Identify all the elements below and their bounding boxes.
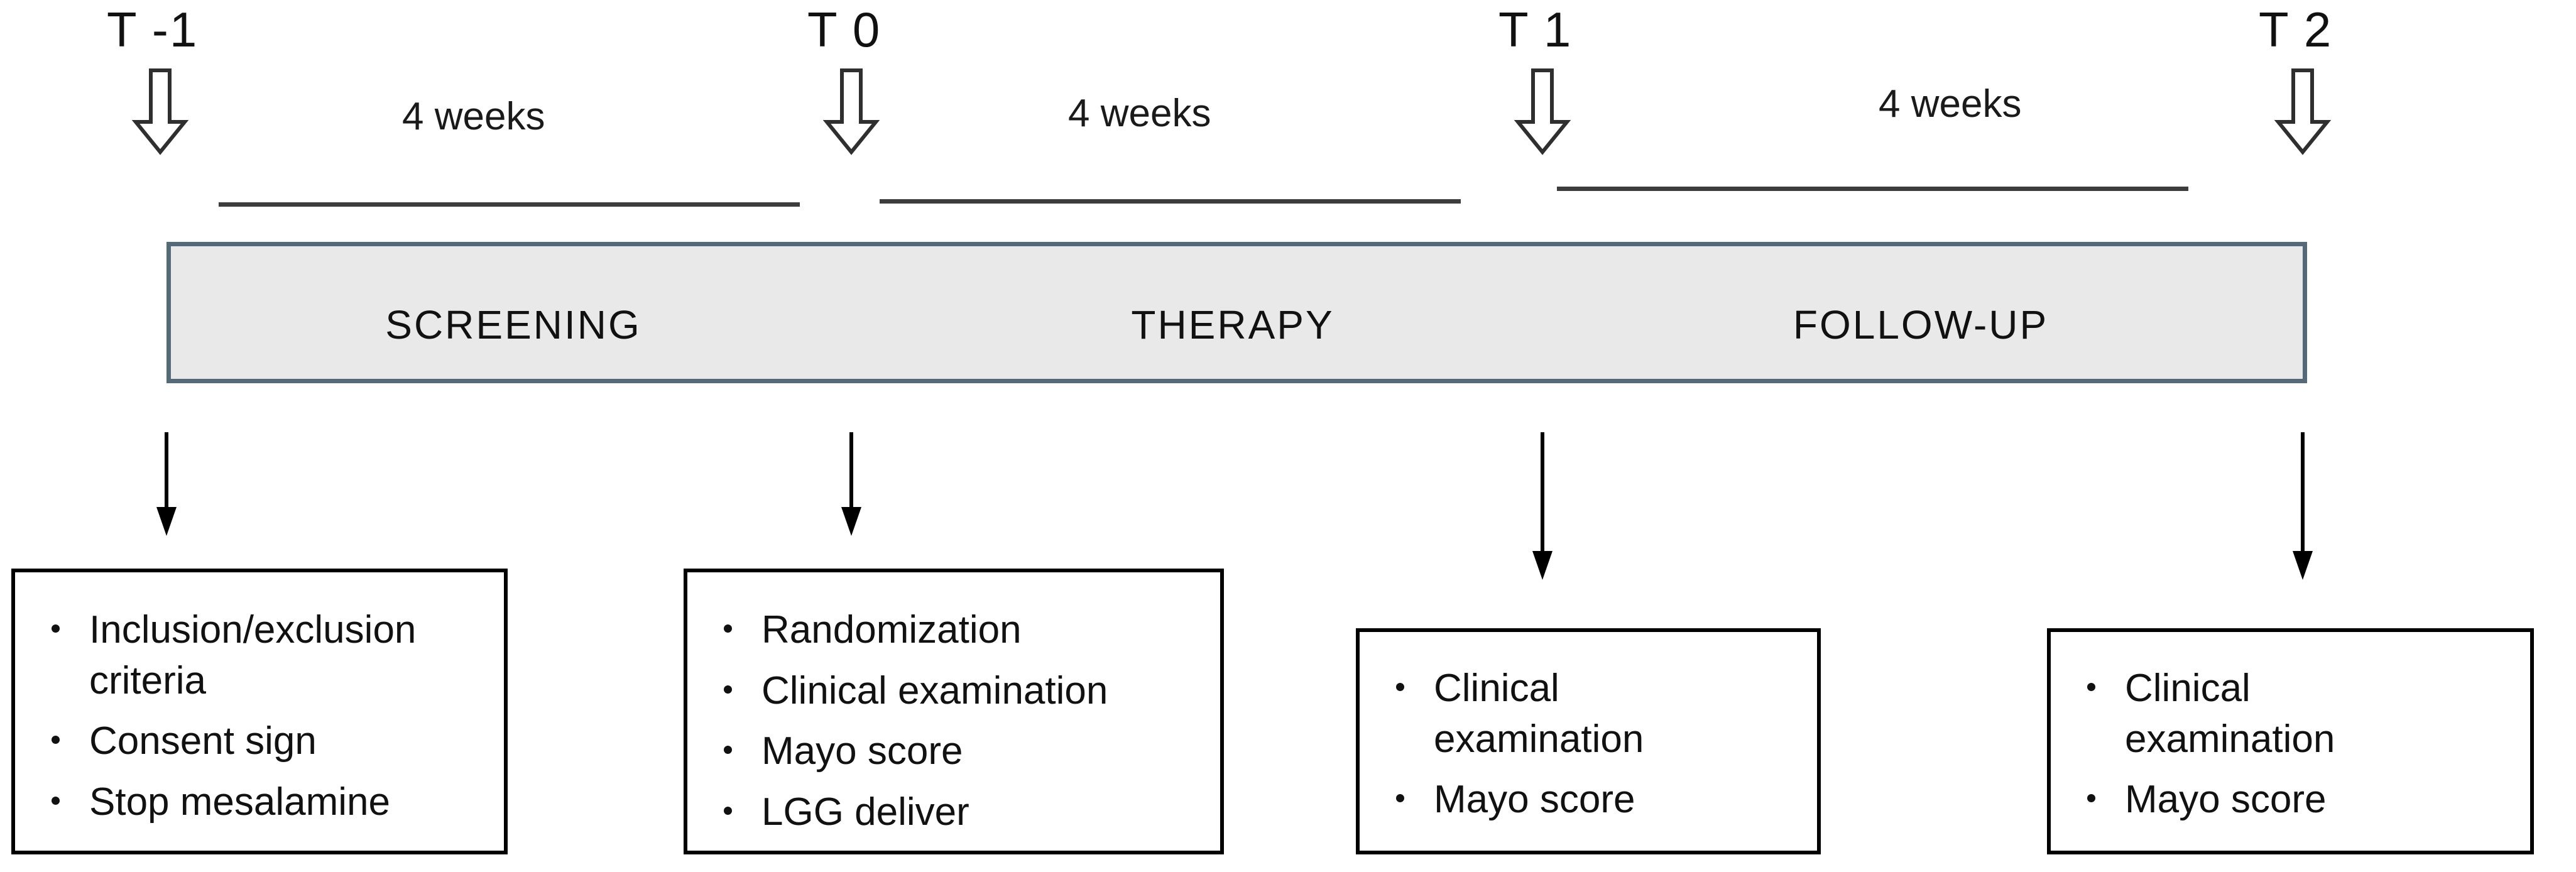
span-line-span-followup (1557, 187, 2188, 191)
task-item-label: LGG deliver (761, 790, 969, 834)
bullet-icon (724, 746, 732, 755)
task-item-label: Clinical examination (1434, 667, 1644, 761)
task-item-label: Consent sign (89, 719, 317, 763)
timepoint-label-t-2: T 2 (2259, 2, 2333, 57)
timepoint-label-t-1: T 1 (1498, 2, 1573, 57)
task-item: Clinical examination (1385, 663, 1742, 765)
timepoint-marker-t-minus-1 (131, 68, 189, 159)
span-label-span-followup: 4 weeks (1879, 82, 2022, 126)
task-item: Consent sign (40, 716, 491, 767)
span-label-span-therapy: 4 weeks (1068, 92, 1211, 135)
bullet-icon (724, 685, 732, 694)
connector-connector-baseline (832, 432, 870, 539)
phase-label-followup: FOLLOW-UP (1793, 302, 2049, 347)
task-item: Randomization (712, 605, 1208, 656)
task-item: Mayo score (2076, 775, 2433, 826)
span-line-span-therapy (880, 199, 1461, 204)
hollow-down-arrow-icon (2274, 68, 2332, 155)
task-item-label: Randomization (761, 608, 1022, 651)
bullet-icon (1396, 794, 1404, 803)
task-item-label: Stop mesalamine (89, 780, 391, 824)
bullet-icon (2087, 794, 2095, 803)
span-line-span-screening (219, 202, 800, 207)
timepoint-marker-t-1 (1514, 68, 1571, 159)
task-item: Mayo score (712, 726, 1208, 777)
task-item-label: Mayo score (761, 729, 963, 773)
bullet-icon (52, 624, 60, 633)
timepoint-marker-t-2 (2274, 68, 2332, 159)
timepoint-label-t-minus-1: T -1 (107, 2, 199, 57)
phase-bar: SCREENING THERAPY FOLLOW-UP (166, 242, 2307, 383)
bullet-icon (52, 736, 60, 744)
task-item-label: Mayo score (2125, 778, 2327, 822)
connector-connector-screening (148, 432, 185, 539)
task-item-label: Clinical examination (761, 668, 1108, 712)
phase-label-screening: SCREENING (385, 302, 641, 347)
bullet-icon (2087, 683, 2095, 691)
bullet-icon (724, 806, 732, 815)
down-arrow-icon (2293, 432, 2313, 580)
task-item-label: Clinical examination (2125, 667, 2335, 761)
bullet-icon (52, 796, 60, 805)
bullet-icon (1396, 683, 1404, 691)
task-item-label: Inclusion/exclusion criteria (89, 608, 417, 702)
down-arrow-icon (1532, 432, 1553, 580)
hollow-down-arrow-icon (822, 68, 880, 155)
down-arrow-icon (156, 432, 177, 536)
task-item: Inclusion/exclusion criteria (40, 605, 491, 706)
timepoint-marker-t-0 (822, 68, 880, 159)
down-arrow-icon (841, 432, 861, 536)
task-item-label: Mayo score (1434, 778, 1635, 822)
phase-label-therapy: THERAPY (1131, 302, 1334, 347)
task-item: Stop mesalamine (40, 777, 491, 828)
task-item: Clinical examination (2076, 663, 2433, 765)
bullet-icon (724, 624, 732, 633)
task-item: Clinical examination (712, 666, 1208, 717)
hollow-down-arrow-icon (1514, 68, 1571, 155)
connector-connector-week4 (1524, 432, 1561, 583)
timepoint-label-t-0: T 0 (807, 2, 881, 57)
connector-connector-week8 (2284, 432, 2322, 583)
span-label-span-screening: 4 weeks (402, 95, 545, 138)
task-item: LGG deliver (712, 787, 1208, 838)
task-item: Mayo score (1385, 775, 1742, 826)
hollow-down-arrow-icon (131, 68, 189, 155)
